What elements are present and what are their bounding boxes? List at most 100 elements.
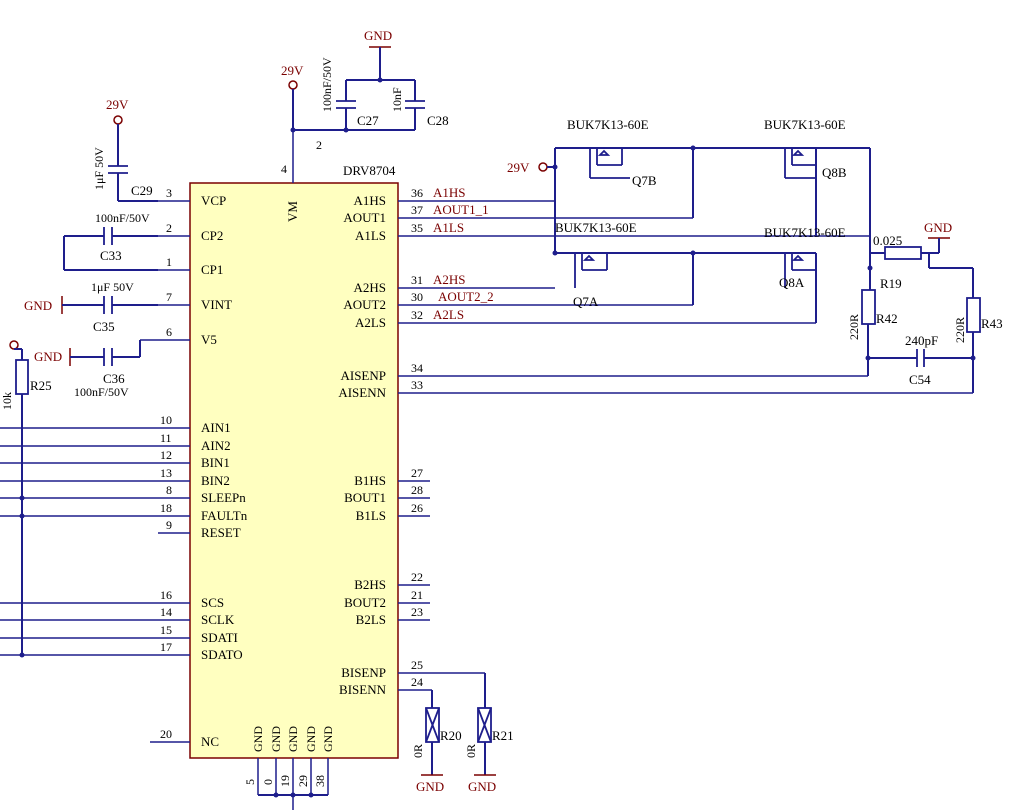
ic-pin[interactable]: 14 SCLK <box>0 605 235 627</box>
net-label: A2LS <box>433 307 464 322</box>
v29-port-vcp[interactable] <box>113 115 123 125</box>
pin-name: A1LS <box>355 228 386 243</box>
ic-pin[interactable]: 8 SLEEPn <box>0 483 246 505</box>
ic-refdes: DRV8704 <box>343 163 396 178</box>
pin-name: BOUT2 <box>344 595 386 610</box>
resistor-r20[interactable]: R20 0R <box>411 690 462 775</box>
pin-number: 2 <box>166 221 172 235</box>
gnd-pin[interactable]: GND 0 <box>261 726 283 795</box>
ic-pin[interactable]: 12 BIN1 <box>0 448 230 470</box>
pin-number: 1 <box>166 255 172 269</box>
ic-pin[interactable]: 28 BOUT1 <box>344 483 430 505</box>
pin-number: 18 <box>160 501 172 515</box>
v29-port-bridge[interactable] <box>538 162 548 172</box>
ic-pin[interactable]: 31 A2HS A2HS <box>353 272 555 295</box>
ic-pin[interactable]: 3 VCP <box>158 186 226 208</box>
h-bridge: 29V BUK7K13-60E Q7B <box>507 117 873 323</box>
capacitor-c36[interactable]: GND C36 100nF/50V <box>34 340 141 399</box>
ic-pin[interactable]: 37 AOUT1 AOUT1_1 <box>343 202 693 225</box>
ic-pin[interactable]: 33 AISENN <box>338 378 973 400</box>
ic-pin[interactable]: 10 AIN1 <box>0 413 231 435</box>
ic-pin[interactable]: 18 FAULTn <box>0 501 248 523</box>
gnd-pin[interactable]: GND 38 <box>313 726 335 795</box>
pin-number: 27 <box>411 466 423 480</box>
capacitor-c35[interactable]: GND 1μF 50V C35 <box>24 280 158 334</box>
net-label: A1HS <box>433 185 466 200</box>
pin-number: 28 <box>411 483 423 497</box>
gnd-label-vint: GND <box>24 298 52 313</box>
ic-pin[interactable]: 16 SCS <box>0 588 224 610</box>
ic-pin[interactable]: 7 VINT <box>158 290 232 312</box>
pin-number: 26 <box>411 501 423 515</box>
resistor-r21[interactable]: R21 0R <box>464 707 514 775</box>
ic-pin[interactable]: 30 AOUT2 AOUT2_2 <box>343 289 693 312</box>
ic-pin[interactable]: 24 BISENN <box>339 675 432 697</box>
capacitor-c28[interactable]: C28 10nF <box>390 80 449 130</box>
drv8704-body[interactable] <box>189 182 399 759</box>
resistor-r25[interactable]: R25 10k <box>0 340 52 658</box>
pin-number: 37 <box>411 203 423 217</box>
ic-pin[interactable]: 13 BIN2 <box>0 466 230 488</box>
capacitor-c54[interactable]: 240pF C54 <box>868 333 973 387</box>
ic-pin[interactable]: 15 SDATI <box>0 623 238 645</box>
pin-number: 31 <box>411 273 423 287</box>
pin-name: CP1 <box>201 262 223 277</box>
ic-pin[interactable]: 17 SDATO <box>0 640 243 662</box>
ic-pin[interactable]: 34 AISENP <box>340 361 868 383</box>
pin-number: 19 <box>278 775 292 787</box>
c27-pin: 2 <box>316 138 322 152</box>
capacitor-c29[interactable]: C29 1μF 50V <box>92 124 153 201</box>
ic-pin[interactable]: 25 BISENP <box>341 658 485 680</box>
r19-ref: R19 <box>880 276 902 291</box>
pin-name: GND <box>251 726 265 752</box>
capacitor-c27[interactable]: C27 100nF/50V 2 <box>316 57 379 152</box>
resistor-r19[interactable]: 0.025 R19 <box>870 233 930 291</box>
pin-number: 33 <box>411 378 423 392</box>
pin-name: SDATO <box>201 647 243 662</box>
mosfet-q7a[interactable]: BUK7K13-60E Q7A <box>555 220 637 309</box>
ic-pin[interactable]: 32 A2LS A2LS <box>355 307 816 330</box>
ic-pin[interactable]: 23 B2LS <box>356 605 430 627</box>
ic-pin[interactable]: 20 NC <box>150 727 219 749</box>
net-label: AOUT2_2 <box>438 289 494 304</box>
c54-ref: C54 <box>909 372 931 387</box>
pin-name: RESET <box>201 525 241 540</box>
ic-pin[interactable]: 21 BOUT2 <box>344 588 430 610</box>
pin-name: AIN2 <box>201 438 231 453</box>
mosfet-q8b[interactable]: BUK7K13-60E Q8B <box>764 117 847 180</box>
mosfet-q8a[interactable]: BUK7K13-60E Q8A <box>764 225 846 290</box>
ic-pin[interactable]: 35 A1LS A1LS <box>355 220 870 243</box>
pin-name: B1HS <box>354 473 386 488</box>
capacitor-c33[interactable]: 100nF/50V C33 <box>63 211 158 271</box>
gnd-pin[interactable]: GND 5 <box>243 726 265 795</box>
resistor-r43[interactable]: R43 220R <box>953 297 1003 393</box>
c29-value: 1μF 50V <box>92 147 106 190</box>
mosfet-q7b[interactable]: BUK7K13-60E Q7B <box>567 117 657 188</box>
resistor-r42[interactable]: R42 220R <box>847 289 898 376</box>
pin-number: 10 <box>160 413 172 427</box>
r20-value: 0R <box>411 744 425 758</box>
pin-number: 20 <box>160 727 172 741</box>
gnd-pin[interactable]: GND 29 <box>296 726 318 795</box>
ic-pin[interactable]: 6 V5 <box>140 325 217 347</box>
ic-pin[interactable]: 36 A1HS A1HS <box>353 185 555 208</box>
pin-name: AISENN <box>338 385 386 400</box>
gnd-pin[interactable]: GND 19 <box>278 726 300 810</box>
pin-name: SDATI <box>201 630 238 645</box>
ic-pin[interactable]: 26 B1LS <box>356 501 430 523</box>
gnd-label-v5: GND <box>34 349 62 364</box>
net-label: A2HS <box>433 272 466 287</box>
ic-right-pins: 36 A1HS A1HS 37 AOUT1 AOUT1_1 35 A1LS A1… <box>338 185 973 697</box>
pin-name: B1LS <box>356 508 386 523</box>
pin-name: SCS <box>201 595 224 610</box>
pin-name: AOUT1 <box>343 210 386 225</box>
ic-pin[interactable]: 2 CP2 <box>158 221 223 243</box>
pin-number: 14 <box>160 605 172 619</box>
ic-pin[interactable]: 22 B2HS <box>354 570 430 592</box>
vm-supply: 29V GND C27 100nF/50V 2 C28 10nF <box>281 28 449 152</box>
ic-pin[interactable]: 11 AIN2 <box>0 431 231 453</box>
ic-pin[interactable]: 1 CP1 <box>158 255 223 277</box>
ic-pin[interactable]: 27 B1HS <box>354 466 430 488</box>
ic-pin[interactable]: 9 RESET <box>158 518 241 540</box>
v29-port-vm[interactable] <box>288 80 298 90</box>
